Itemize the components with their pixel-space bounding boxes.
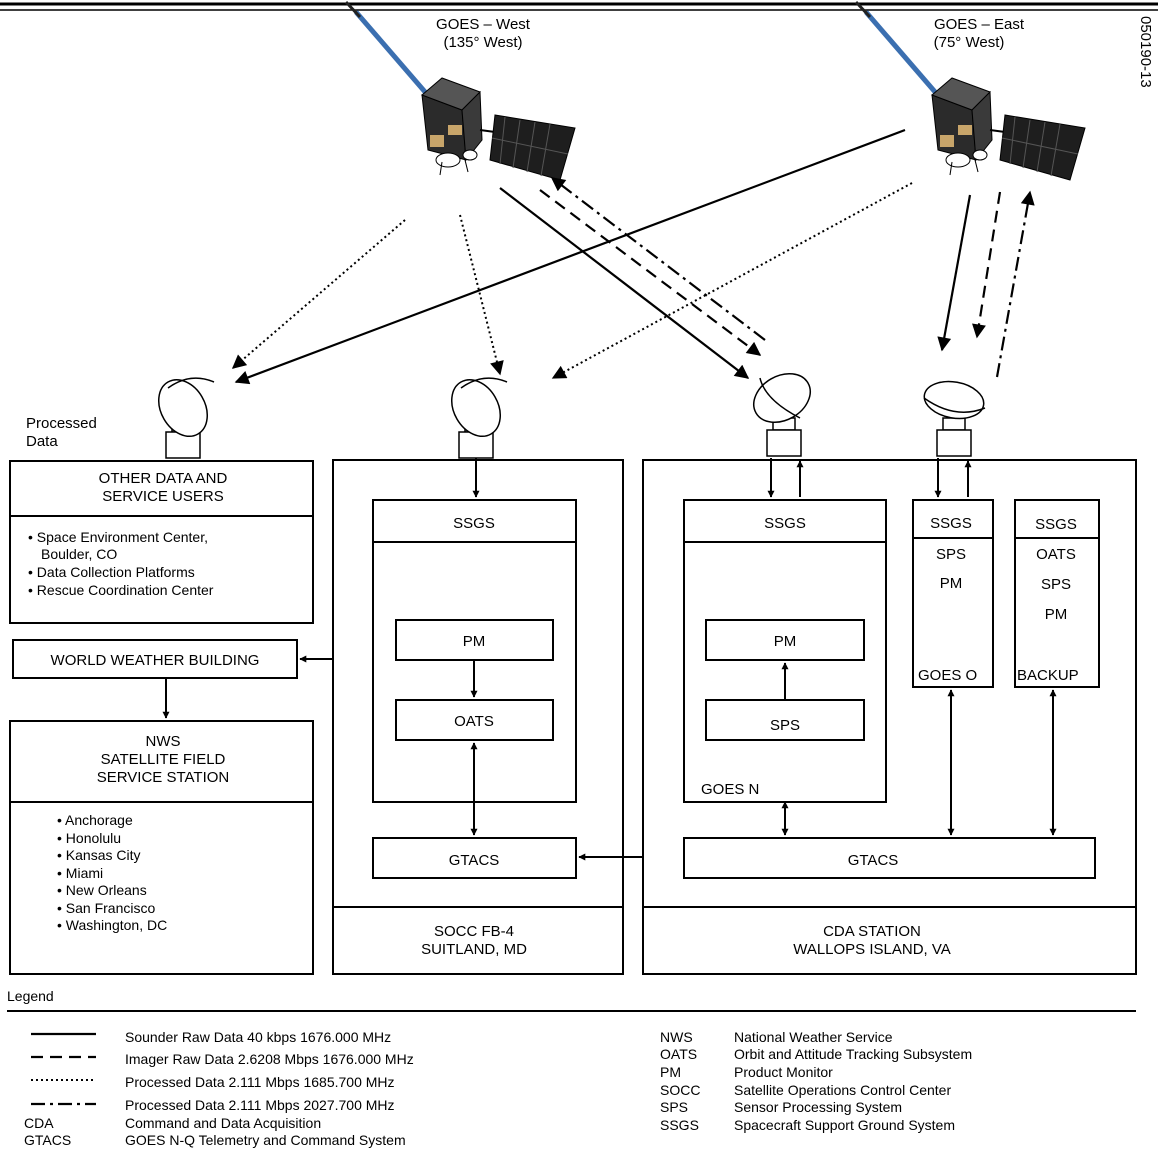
world-weather-building-box: WORLD WEATHER BUILDING [12,639,298,679]
nws-station-item: • Anchorage [57,812,133,828]
other-users-box: OTHER DATA AND SERVICE USERS • Space Env… [9,460,314,624]
link-west-dashdot-uplink [550,177,766,341]
other-users-item: • Rescue Coordination Center [28,582,214,598]
cda-gtacs-label: GTACS [848,852,899,869]
nws-title-line3: SERVICE STATION [97,769,230,786]
goes-east-position: (75° West) [934,34,1005,51]
legend-abbr: NWS [660,1029,693,1045]
other-users-title-line2: SERVICE USERS [102,488,223,505]
legend-abbr: SPS [660,1099,688,1115]
dish-users-icon [158,377,215,459]
cda-backup-label: BACKUP [1017,667,1079,684]
dish-socc-icon [451,377,508,459]
nws-box: NWS SATELLITE FIELD SERVICE STATION • An… [9,720,314,975]
dish-cda-n-icon [753,373,811,457]
nws-station-item: • Miami [57,865,103,881]
legend-line-label: Sounder Raw Data 40 kbps 1676.000 MHz [125,1029,391,1045]
cda-o-ssgs-label: SSGS [930,515,972,532]
link-west-solid-to-cda [499,187,750,379]
socc-location: SOCC FB-4 [434,923,514,940]
cda-backup-oats-label: OATS [1036,546,1076,563]
link-west-dotted-to-socc [459,214,504,376]
goes-east-label: GOES – East [934,16,1025,33]
nws-station-item: • San Francisco [57,900,155,916]
other-users-item: • Data Collection Platforms [28,564,195,580]
cda-backup-sps-label: SPS [1041,576,1071,593]
link-east-dashed-to-cda [972,191,1002,339]
other-users-title: OTHER DATA AND [99,470,228,487]
socc-gtacs-label: GTACS [449,852,500,869]
legend-abbr: PM [660,1064,681,1080]
legend-line-label: Processed Data 2.111 Mbps 2027.700 MHz [125,1097,395,1113]
link-east-solid-to-users [234,128,906,385]
nws-title: NWS [146,733,181,750]
socc-box: SSGS PM OATS GTACS SOCC FB-4 SUITLAND, M… [332,459,624,975]
link-west-dotted-to-users [231,219,406,369]
other-users-item: • Space Environment Center, [28,529,208,545]
cda-backup-ssgs-label: SSGS [1035,516,1077,533]
goes-west-position: (135° West) [443,34,522,51]
document-id: 050190-13 [1137,16,1154,88]
legend-abbr: SSGS [660,1117,699,1133]
socc-location-line2: SUITLAND, MD [421,941,527,958]
goes-west-label: GOES – West [436,16,531,33]
cda-n-pm-label: PM [774,633,797,650]
cda-goes-o-label: GOES O [918,667,977,684]
legend-abbr-meaning: Sensor Processing System [734,1099,902,1115]
cda-goes-n-label: GOES N [701,781,759,798]
cda-n-ssgs-label: SSGS [764,515,806,532]
legend-abbr-meaning: Satellite Operations Control Center [734,1082,951,1098]
legend-abbr-meaning: National Weather Service [734,1029,893,1045]
nws-station-item: • Honolulu [57,830,121,846]
socc-oats-label: OATS [454,713,494,730]
cda-o-sps-label: SPS [936,546,966,563]
legend-abbr-meaning: Spacecraft Support Ground System [734,1117,955,1133]
legend-abbr: OATS [660,1046,697,1062]
legend-abbr: SOCC [660,1082,700,1098]
nws-station-item: • Kansas City [57,847,141,863]
link-east-dashdot-uplink [995,190,1035,378]
legend-abbr-meaning: GOES N-Q Telemetry and Command System [125,1132,406,1148]
world-weather-building-label: WORLD WEATHER BUILDING [51,652,260,669]
legend-line-label: Imager Raw Data 2.6208 Mbps 1676.000 MHz [125,1051,414,1067]
processed-data-label-line2: Data [26,433,58,450]
cda-station-box: SSGS PM SPS GOES N SSGS SPS PM GOES O SS… [642,459,1137,975]
link-east-dotted-to-socc [551,182,913,379]
dish-cda-o-icon [923,380,986,457]
socc-ssgs-label: SSGS [453,515,495,532]
cda-location-line2: WALLOPS ISLAND, VA [793,941,951,958]
cda-o-pm-label: PM [940,575,963,592]
nws-station-item: • Washington, DC [57,917,167,933]
nws-station-item: • New Orleans [57,882,147,898]
nws-title-line2: SATELLITE FIELD [101,751,226,768]
legend-abbr-meaning: Command and Data Acquisition [125,1115,321,1131]
legend-line-label: Processed Data 2.111 Mbps 1685.700 MHz [125,1074,395,1090]
cda-backup-pm-label: PM [1045,606,1068,623]
other-users-item: Boulder, CO [41,546,117,562]
cda-location: CDA STATION [823,923,921,940]
socc-pm-label: PM [463,633,486,650]
legend-abbr: CDA [24,1115,54,1131]
link-west-dashed-to-cda [539,189,762,356]
legend-abbr-meaning: Product Monitor [734,1064,833,1080]
legend-title: Legend [7,988,54,1004]
legend-abbr: GTACS [24,1132,71,1148]
legend-abbr-meaning: Orbit and Attitude Tracking Subsystem [734,1046,972,1062]
cda-n-sps-label: SPS [770,717,800,734]
processed-data-label: Processed [26,415,97,432]
link-east-solid-to-cda [937,194,972,352]
